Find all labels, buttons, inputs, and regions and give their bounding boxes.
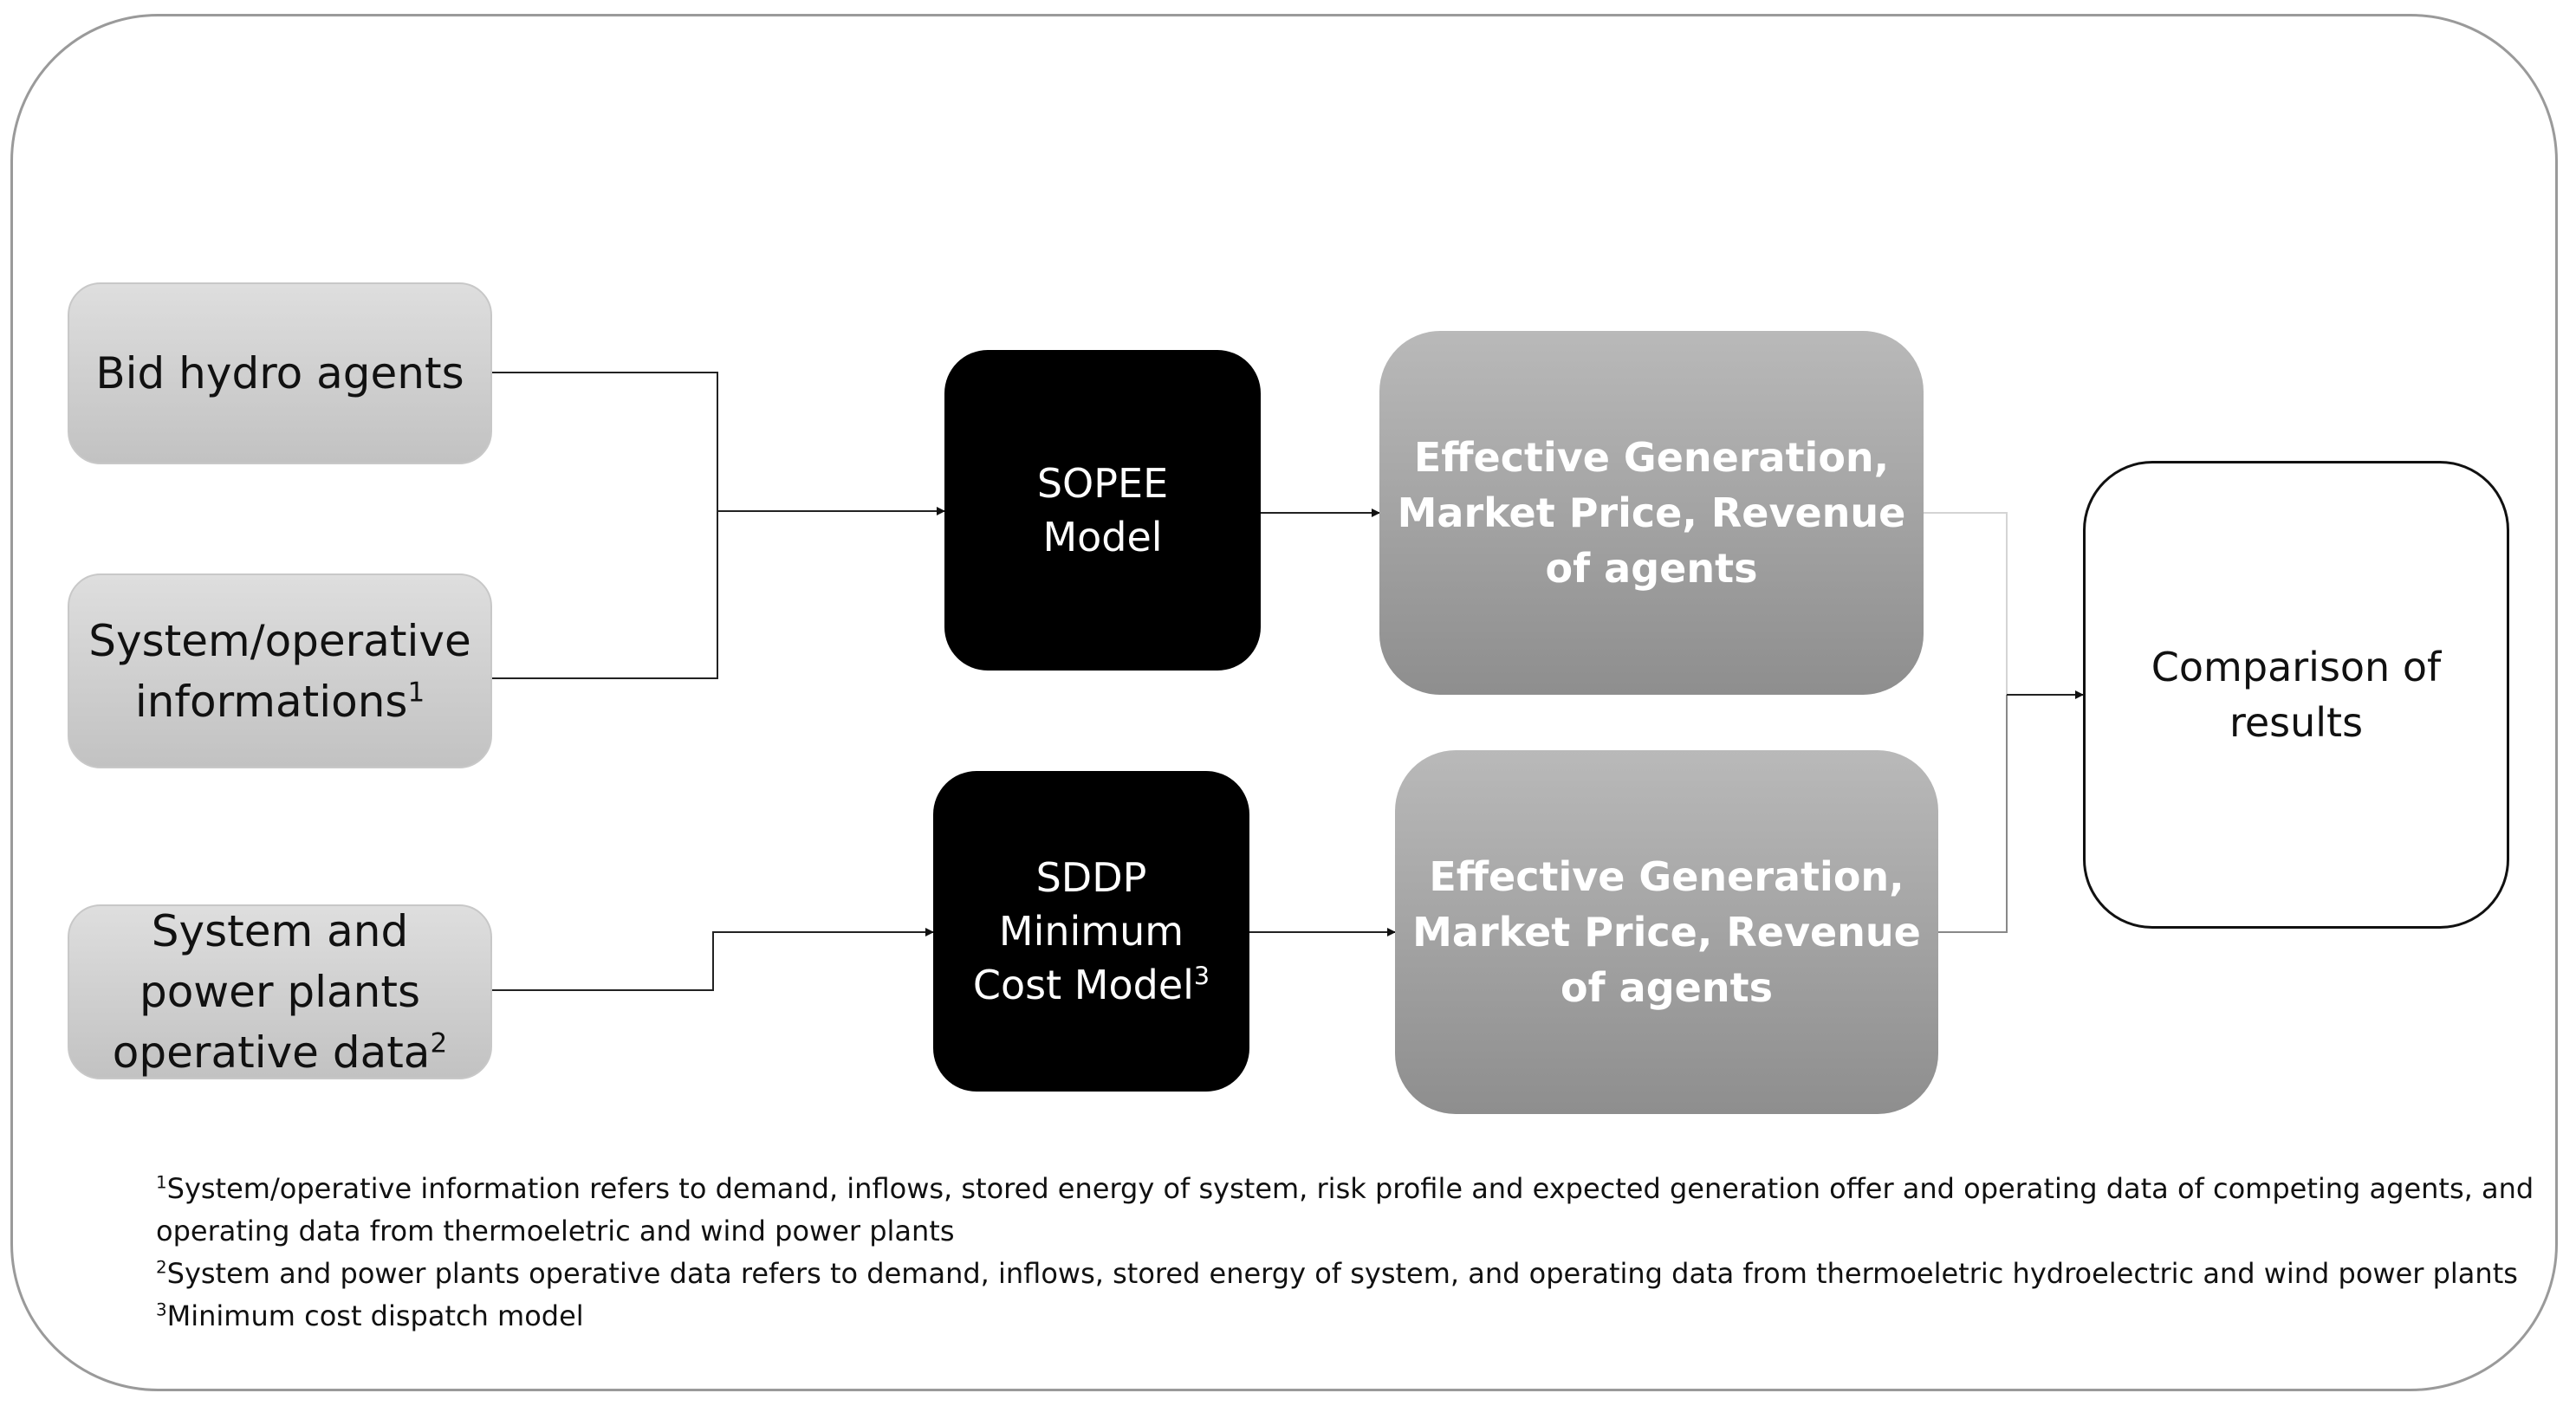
footnote-ref-2: 2 (430, 1027, 448, 1059)
footnote-2: 2System and power plants operative data … (156, 1257, 2518, 1290)
footnotes: 1System/operative information refers to … (156, 1168, 2547, 1338)
input-system-power-plants-data: System and power plants operative data2 (68, 904, 492, 1079)
footnote-1: 1System/operative information refers to … (156, 1172, 2534, 1247)
connector-output-bottom-to-result (1938, 695, 2008, 933)
footnote-3: 3Minimum cost dispatch model (156, 1299, 584, 1332)
comparison-of-results-label: Comparison of results (2151, 644, 2442, 746)
input-system-operative-label: System/operative informations (88, 615, 471, 727)
footnote-ref-1: 1 (407, 676, 425, 708)
comparison-of-results: Comparison of results (2083, 461, 2509, 929)
model-sopee-label: SOPEE Model (1036, 460, 1169, 560)
model-sddp-label: SDDP Minimum Cost Model (972, 854, 1194, 1008)
footnote-ref-3: 3 (1193, 962, 1210, 991)
output-top: Effective Generation, Market Price, Reve… (1379, 331, 1924, 695)
input-bid-hydro-agents-label: Bid hydro agents (95, 348, 464, 398)
input-system-operative-informations: System/operative informations1 (68, 573, 492, 768)
output-top-label: Effective Generation, Market Price, Reve… (1397, 434, 1906, 592)
connector-bid-to-sopee (492, 372, 718, 511)
model-sopee: SOPEE Model (944, 350, 1261, 671)
output-bottom: Effective Generation, Market Price, Reve… (1395, 750, 1938, 1114)
connector-power-plants-to-sddp (492, 928, 934, 991)
input-bid-hydro-agents: Bid hydro agents (68, 282, 492, 464)
connector-output-top-to-result (1924, 512, 2008, 695)
output-bottom-label: Effective Generation, Market Price, Reve… (1412, 853, 1921, 1011)
model-sddp: SDDP Minimum Cost Model3 (933, 771, 1249, 1092)
connector-system-operative-to-sopee (492, 511, 718, 679)
input-system-power-plants-label: System and power plants operative data (112, 906, 431, 1078)
